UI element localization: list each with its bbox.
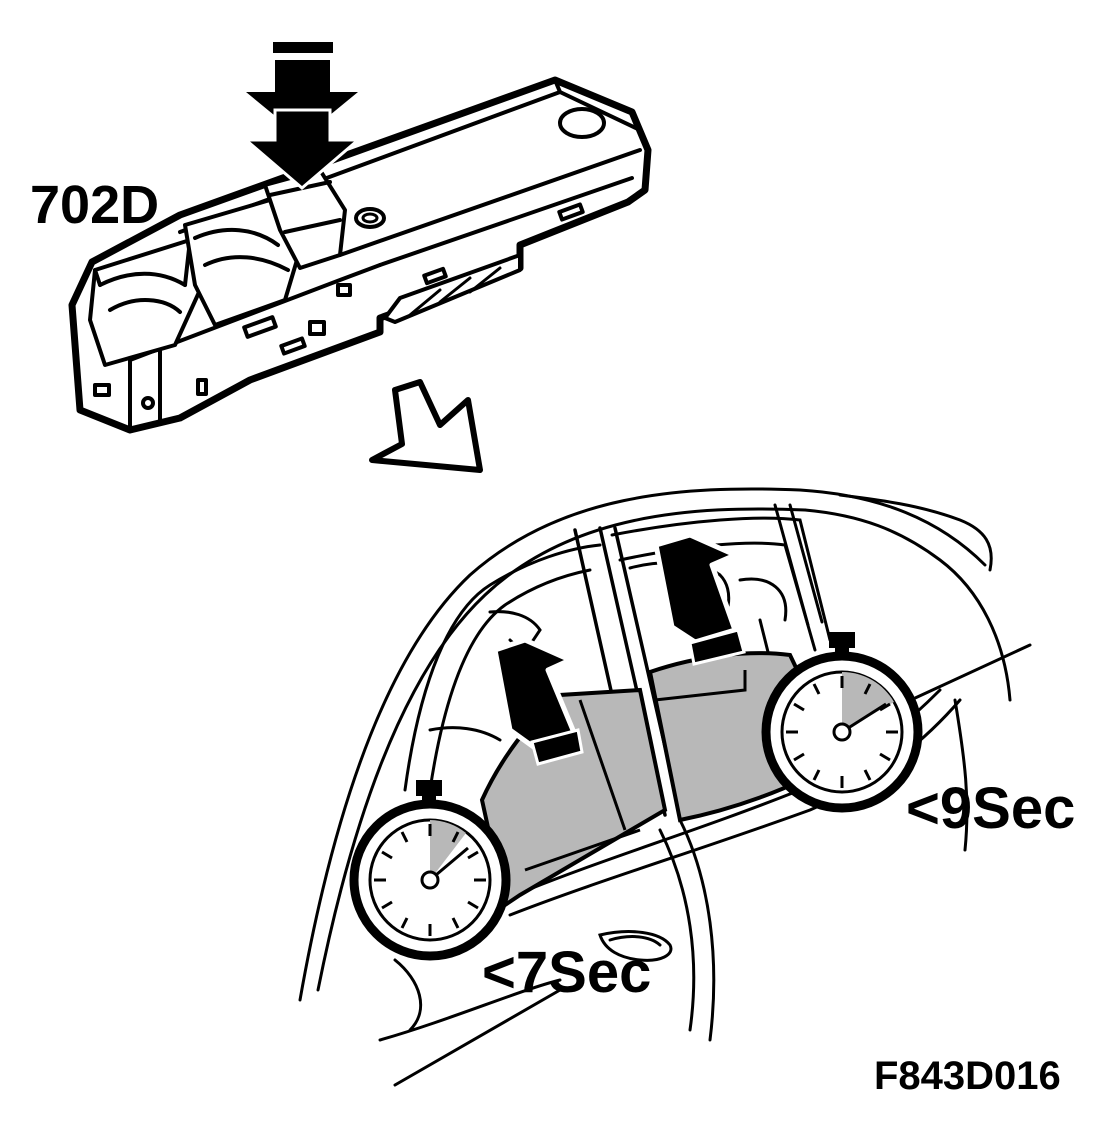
front-stopwatch-icon [349,780,511,961]
window-switch-assembly [68,76,652,434]
front-window-up-arrow-icon [492,637,584,766]
lock-button [558,107,606,139]
switch-connector [383,253,522,324]
housing-front-edge [338,148,642,267]
hollow-diagonal-arrow-icon [369,379,483,473]
figure-code-label: F843D016 [874,1054,1061,1098]
front-window-time-label: <7Sec [482,940,652,1005]
switch-id-label: 702D [30,175,160,235]
door-handle [608,935,662,947]
housing-lower-face [128,263,522,432]
rear-window-time-label: <9Sec [906,776,1076,841]
rear-window-up-arrow-icon [653,532,746,666]
rear-stopwatch-icon [761,632,923,813]
roof-outline [298,487,987,1002]
double-down-arrow-icon [241,42,363,190]
door-shut-line [678,818,716,1042]
front-window-frame [403,543,602,792]
